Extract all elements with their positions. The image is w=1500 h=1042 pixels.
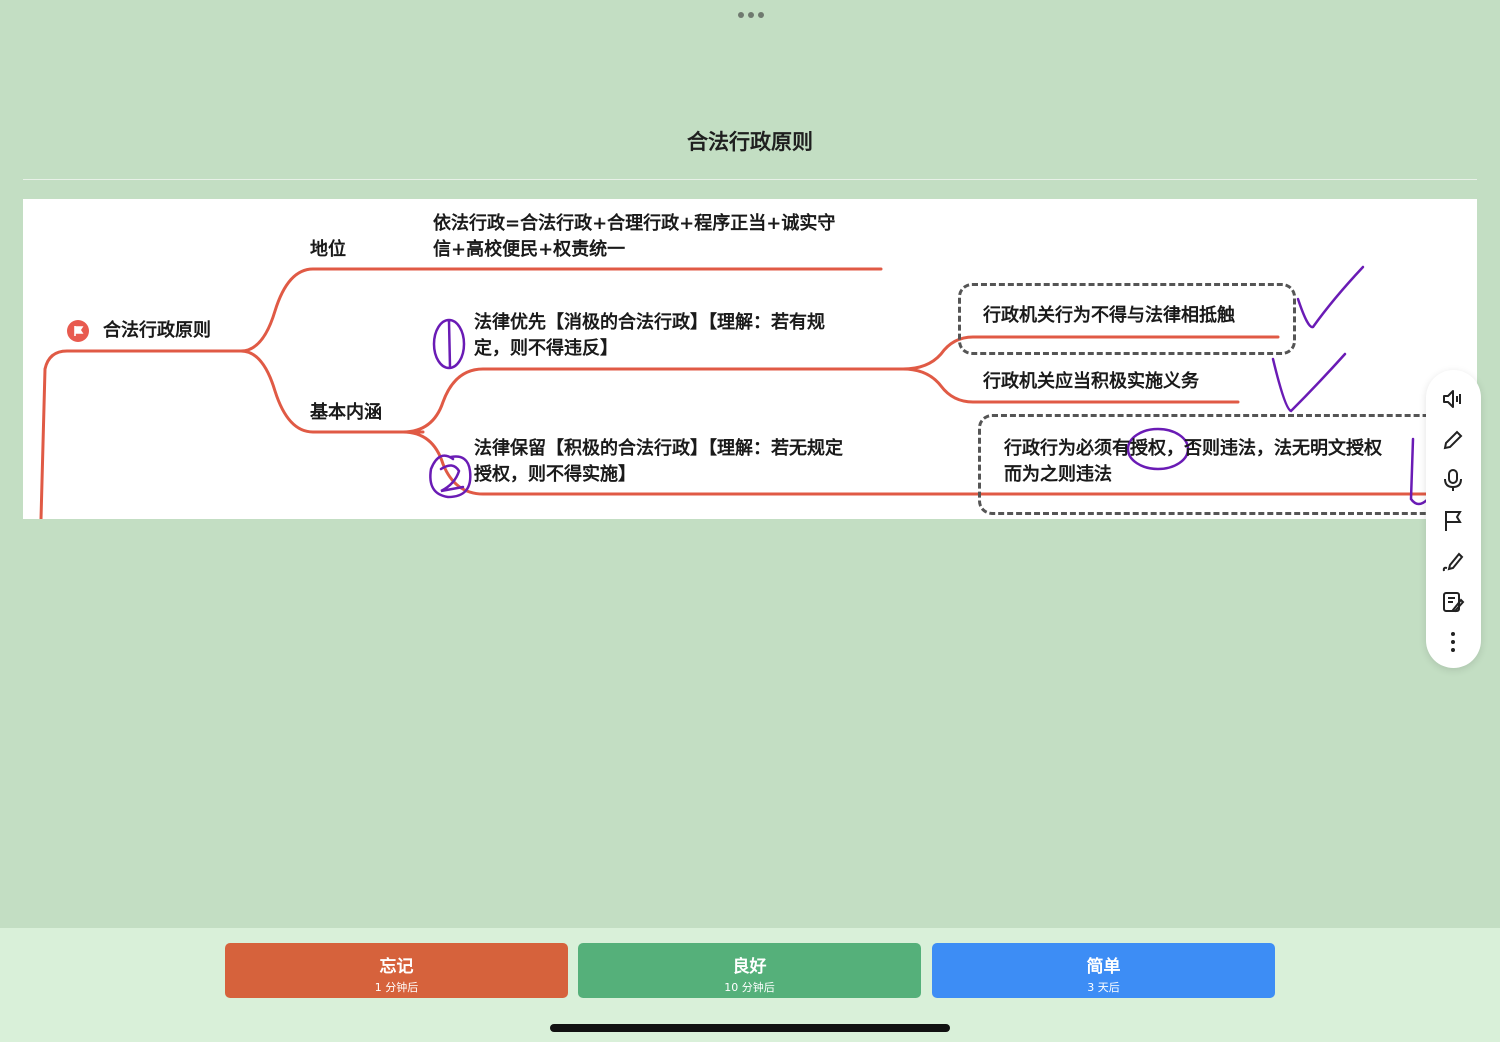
mindmap-connectors [39, 265, 1475, 519]
reservation-leaf-line1: 行政行为必须有授权，否则违法，法无明文授权 [1004, 438, 1382, 459]
flag-icon[interactable] [1439, 507, 1467, 535]
again-label: 忘记 [379, 957, 414, 977]
reservation-line2: 授权，则不得实施】 [474, 464, 636, 485]
priority-leaf2: 行政机关应当积极实施义务 [983, 371, 1199, 392]
priority-line2: 定，则不得违反】 [474, 338, 618, 359]
good-button[interactable]: 良好 10 分钟后 [578, 943, 921, 998]
edit-note-icon[interactable] [1439, 588, 1467, 616]
easy-interval: 3 天后 [1087, 981, 1120, 994]
dot-icon [738, 12, 744, 18]
reservation-line1: 法律保留【积极的合法行政】【理解：若无规定 [474, 438, 843, 459]
status-detail-line2: 信+高校便民+权责统一 [433, 239, 626, 260]
home-indicator[interactable] [550, 1024, 950, 1032]
reservation-leaf-box [978, 414, 1477, 515]
root-node: 合法行政原则 [103, 320, 211, 341]
mindmap-image: 合法行政原则 地位 依法行政=合法行政+合理行政+程序正当+诚实守 信+高校便民… [23, 199, 1477, 519]
more-vertical-icon[interactable] [1439, 628, 1467, 656]
priority-line1: 法律优先【消极的合法行政】【理解：若有规 [474, 312, 825, 333]
branch-status: 地位 [310, 239, 346, 260]
flag-icon [67, 320, 89, 342]
again-interval: 1 分钟后 [374, 981, 419, 994]
reservation-leaf-line2: 而为之则违法 [1004, 464, 1112, 485]
card-title: 合法行政原则 [687, 130, 813, 154]
good-label: 良好 [732, 957, 767, 977]
pencil-icon[interactable] [1439, 426, 1467, 454]
again-button[interactable]: 忘记 1 分钟后 [225, 943, 568, 998]
more-options-dots[interactable] [736, 10, 766, 20]
priority-leaf-box [958, 283, 1296, 355]
easy-button[interactable]: 简单 3 天后 [932, 943, 1275, 998]
branch-connotation: 基本内涵 [310, 402, 382, 423]
dot-icon [758, 12, 764, 18]
status-detail-line1: 依法行政=合法行政+合理行政+程序正当+诚实守 [433, 213, 836, 234]
dot-icon [748, 12, 754, 18]
speaker-icon[interactable] [1439, 385, 1467, 413]
title-divider [23, 179, 1477, 180]
microphone-icon[interactable] [1439, 466, 1467, 494]
side-toolbar [1426, 370, 1481, 668]
good-interval: 10 分钟后 [724, 981, 775, 994]
pen-icon[interactable] [1439, 548, 1467, 576]
easy-label: 简单 [1086, 957, 1121, 977]
priority-leaf1: 行政机关行为不得与法律相抵触 [983, 305, 1235, 326]
